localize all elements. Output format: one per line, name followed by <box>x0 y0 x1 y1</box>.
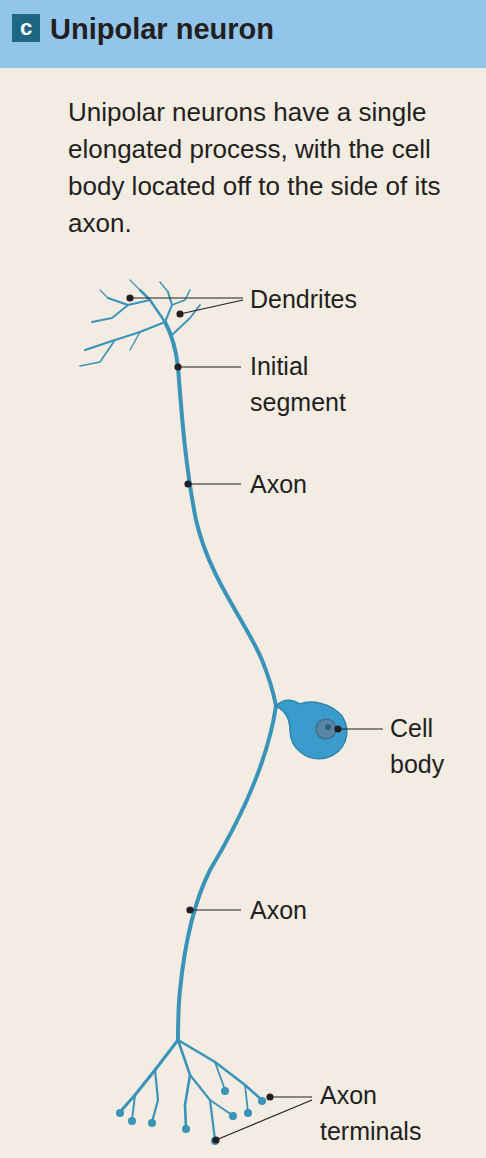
panel-letter: c <box>12 14 40 42</box>
part-label: Cell body <box>390 710 480 782</box>
diagram-title: Unipolar neuron <box>50 12 274 46</box>
part-label: Axon <box>250 892 450 928</box>
caption-text: Unipolar neurons have a single elongated… <box>68 94 478 242</box>
part-label: Dendrites <box>250 281 450 317</box>
part-label: Axon <box>250 466 450 502</box>
part-label: Initial segment <box>250 348 400 420</box>
part-label: Axon terminals <box>320 1077 470 1149</box>
